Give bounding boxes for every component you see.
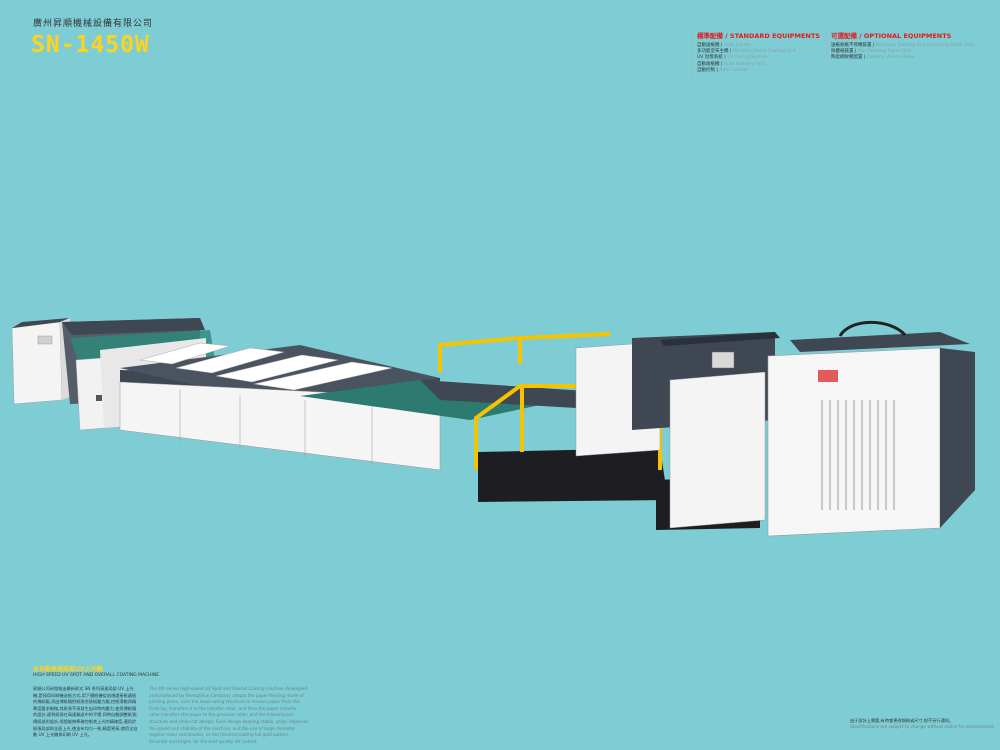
footer-note-en: Specifications are subject to change wit… — [850, 724, 996, 729]
intro-desc-cn: 昇順公司研發推出最新款式 SN 系列高速局部 UV 上光機,是採用印刷機送紙方式… — [33, 686, 138, 738]
footer-note: 由于設計上需要,有時會更改規格或尺寸,恕不另行通知。 Specification… — [850, 718, 995, 730]
conveyor-belt — [300, 380, 610, 420]
company-name: 廣州昇順機械設備有限公司 — [33, 19, 154, 29]
model-title: SN-1450W — [31, 32, 150, 58]
optional-item: 送紙收紙不停機裝置 | Non-stop Feeding And Receivi… — [831, 43, 974, 48]
intro-desc-en: The 4th series high-speed UV Spot and Ov… — [149, 686, 309, 744]
intro-title-cn: 全自動高速局部UV上光機 — [33, 666, 103, 673]
footer-note-cn: 由于設計上需要,有時會更改規格或尺寸,恕不另行通知。 — [850, 718, 954, 723]
standard-item: UV 封燈系統 | UV Curing System — [697, 55, 769, 61]
optional-heading: 可選配備 / OPTIONAL EQUIPMENTS — [831, 32, 952, 40]
standard-equipments: 標準配備 / STANDARD EQUIPMENTS 自動送紙機 | Auto … — [697, 30, 837, 74]
standard-item: 自動送紙機 | Auto Feeder — [697, 43, 752, 48]
coating-tower — [575, 332, 780, 529]
auto-delivery-unit — [767, 320, 975, 537]
standard-heading: 標準配備 / STANDARD EQUIPMENTS — [697, 32, 820, 40]
standard-item: 自動收紙機 | Auto Delivery Unit — [697, 61, 766, 67]
optional-item: 除塵紙裝置 | Pre-Cleaning Paper Unit — [831, 49, 912, 55]
standard-item: 多功能塗布主機 | Multifunctional Coating Unit — [697, 49, 796, 55]
optional-equipments: 可選配備 / OPTIONAL EQUIPMENTS 送紙收紙不停機裝置 | N… — [831, 30, 974, 62]
divider-line — [692, 30, 693, 78]
divider-line — [826, 30, 827, 60]
optional-item: 陶瓷網紋輥配置 | Ceramic Anilox Roller — [831, 55, 915, 61]
standard-item: 自動控制 | Auto Control — [697, 67, 748, 73]
intro-title-en: HIGH SPEED UV SPOT AND OVERALL COATING M… — [33, 673, 160, 678]
